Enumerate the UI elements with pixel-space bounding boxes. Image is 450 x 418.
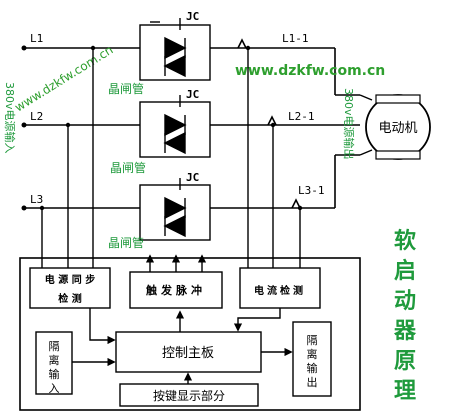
current-detect-label: 电流检测 <box>254 284 306 297</box>
line-l3-label: L3 <box>30 193 43 206</box>
thyristor-group-3 <box>139 178 211 241</box>
svg-text:软: 软 <box>394 228 416 254</box>
svg-text:器: 器 <box>393 319 417 344</box>
thyristor-group-2 <box>139 95 211 158</box>
current-detect-block <box>239 267 321 309</box>
iso-in-label-3: 输 <box>49 367 60 381</box>
line-l3-out-label: L3-1 <box>298 184 325 197</box>
svg-text:动: 动 <box>394 289 416 314</box>
svg-text:原: 原 <box>394 349 416 374</box>
isolation-output-block <box>292 321 332 397</box>
svg-text:理: 理 <box>394 379 416 404</box>
trigger-label: 触发脉冲 <box>145 283 206 297</box>
jc-label-3: JC <box>186 171 199 184</box>
line-l1-out-label: L1-1 <box>282 32 309 45</box>
main-board-block <box>115 331 262 373</box>
iso-out-label-4: 出 <box>307 375 318 389</box>
input-side-label: 380v电源输入 <box>3 82 17 154</box>
motor: 电动机 <box>359 94 431 160</box>
line-l2-label: L2 <box>30 110 43 123</box>
watermark-1: www.dzkfw.com.cn <box>12 43 115 115</box>
iso-in-label-1: 隔 <box>49 340 60 353</box>
output-side-label: 380v电源输出 <box>342 88 356 160</box>
iso-out-label-2: 离 <box>307 347 318 361</box>
power-sync-label-2: 检 测 <box>58 292 81 305</box>
power-sync-block <box>29 267 111 309</box>
title: 软 启 动 器 原 理 <box>393 228 417 404</box>
iso-in-label-2: 离 <box>49 353 60 367</box>
iso-out-label-1: 隔 <box>307 334 318 347</box>
line-terminals <box>21 45 27 211</box>
thyristor-group-1 <box>139 18 211 81</box>
scr-label-1: 晶闸管 <box>108 81 144 96</box>
svg-text:启: 启 <box>394 258 416 284</box>
control-box <box>19 257 361 411</box>
jc-label-1: JC <box>186 10 199 23</box>
keypad-label: 按键显示部分 <box>153 388 225 403</box>
scr-label-3: 晶闸管 <box>108 235 144 250</box>
watermark-2: www.dzkfw.com.cn <box>235 63 385 79</box>
feed-lines <box>41 48 301 268</box>
power-sync-label-1: 电 源 同 步 <box>45 273 95 286</box>
motor-label: 电动机 <box>378 121 417 136</box>
line-l1-label: L1 <box>30 32 43 45</box>
scr-label-2: 晶闸管 <box>110 160 146 175</box>
line-l2-out-label: L2-1 <box>288 110 315 123</box>
iso-out-label-3: 输 <box>307 361 318 375</box>
keypad-block <box>119 383 259 407</box>
main-board-label: 控制主板 <box>162 346 214 361</box>
jc-label-2: JC <box>186 88 199 101</box>
trigger-block <box>129 271 223 309</box>
signal-arrows <box>72 254 293 384</box>
isolation-input-block <box>35 331 73 395</box>
iso-in-label-4: 入 <box>49 382 60 395</box>
